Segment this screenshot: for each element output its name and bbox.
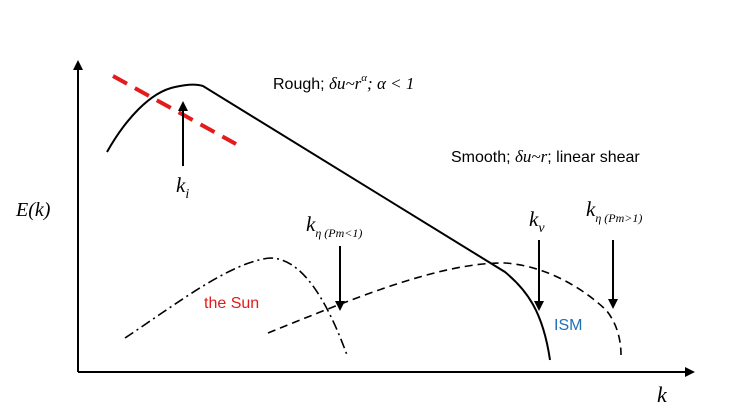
k-nu-label: kν [529, 207, 545, 236]
k-eta-pm-low-label: kη (Pm<1) [306, 212, 362, 240]
rough-annotation: Rough; δu~rα; α < 1 [273, 72, 414, 93]
k-i-sub: i [185, 187, 189, 202]
y-axis-label: E(k) [15, 199, 51, 221]
k-i-base: k [176, 173, 186, 197]
k-eta-pm-low-base: k [306, 212, 316, 236]
ism-spectrum-curve [267, 262, 622, 356]
sun-spectrum-curve [124, 257, 348, 356]
rough-exponent: α [361, 72, 367, 84]
rough-math: δu~r [329, 74, 362, 93]
k-eta-pm-high-sub: η (Pm>1) [595, 211, 642, 225]
k-eta-pm-high-base: k [586, 197, 596, 221]
k-nu-base: k [529, 207, 539, 231]
energy-spectrum-curve [106, 83, 551, 361]
k-i-label: ki [176, 173, 189, 202]
k-nu-sub: ν [538, 221, 545, 236]
k-eta-pm-high-label: kη (Pm>1) [586, 197, 642, 225]
smooth-math: δu~r [515, 147, 548, 166]
smooth-prefix: Smooth; [451, 149, 515, 166]
sun-label: the Sun [204, 295, 259, 312]
smooth-suffix: ; linear shear [547, 149, 640, 166]
smooth-annotation: Smooth; δu~r; linear shear [451, 147, 640, 166]
x-axis-label: k [657, 382, 668, 407]
ism-label: ISM [554, 317, 582, 334]
rough-suffix: ; α < 1 [367, 74, 414, 93]
k-eta-pm-low-sub: η (Pm<1) [315, 226, 362, 240]
rough-prefix: Rough; [273, 76, 329, 93]
